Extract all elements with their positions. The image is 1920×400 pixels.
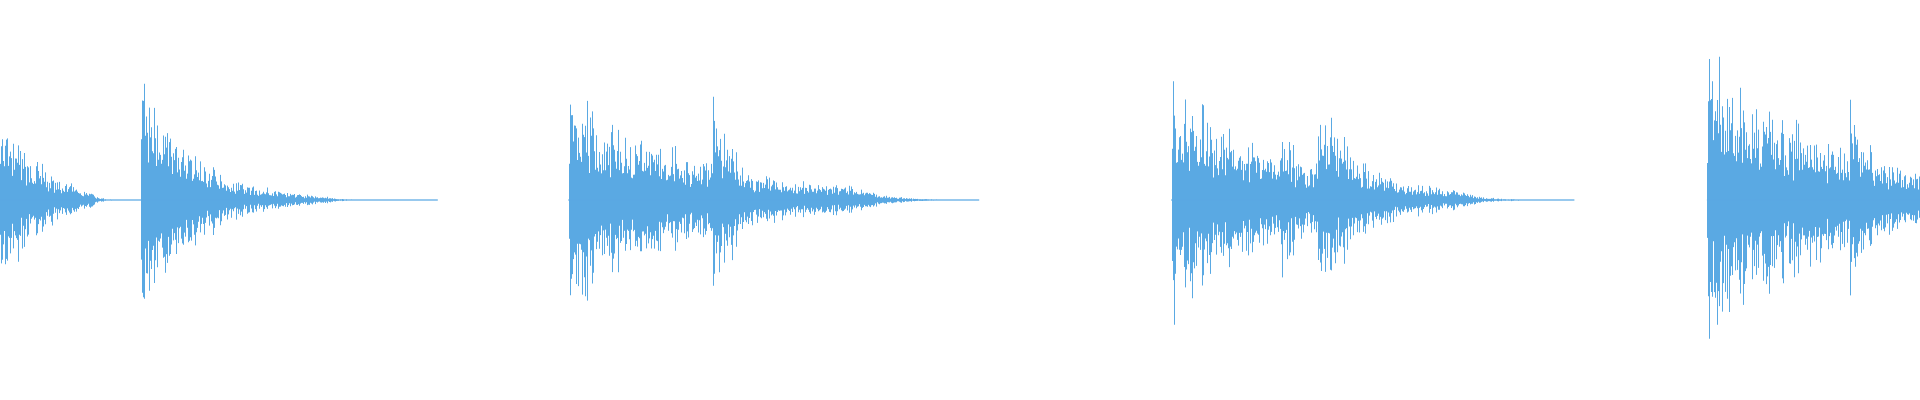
waveform-lines bbox=[0, 56, 1920, 339]
